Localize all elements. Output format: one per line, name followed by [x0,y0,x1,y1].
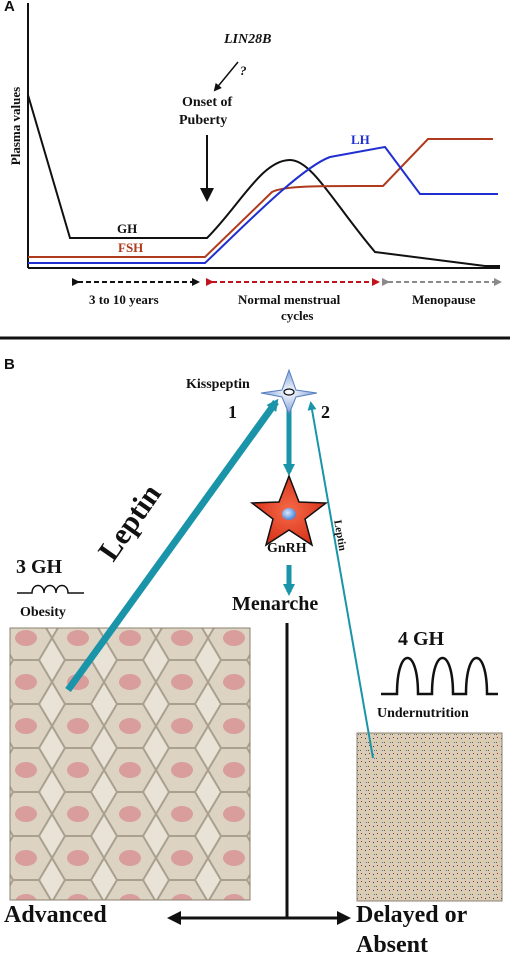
lin28b-arrow [213,61,239,92]
leptin-arrow-1 [65,398,279,693]
gene-question-mark: ? [240,63,247,78]
gene-label: LIN28B [224,32,272,47]
cycles-label-line2: cycles [281,308,314,323]
gh3-label: 3 GH [16,556,63,578]
onset-label-line2: Puberty [179,113,228,128]
gh-series-label: GH [117,221,138,236]
panel-a-label: A [4,0,15,15]
undernutrition-image [357,733,502,901]
menarche-label: Menarche [232,593,319,615]
menopause-label: Menopause [412,292,476,307]
kisspeptin-label: Kisspeptin [186,377,250,392]
pathway-number-1: 1 [228,402,237,422]
gh4-pulse-icon [381,657,498,696]
childhood-label: 3 to 10 years [89,292,159,307]
cycles-label-line1: Normal menstrual [238,292,341,307]
gnrh-label: GnRH [267,541,307,556]
gh-curve [27,94,500,267]
gh4-label: 4 GH [398,628,445,650]
pathway-number-2: 2 [321,402,330,422]
gnrh-neuron-icon [249,473,329,547]
onset-label-line1: Onset of [182,95,233,110]
fsh-series-label: FSH [118,240,144,255]
advanced-label: Advanced [4,902,107,928]
lh-series-label: LH [351,132,370,147]
lh-curve [28,145,498,264]
panel-b-label: B [4,356,15,373]
delayed-label-line2: Absent [356,932,429,958]
fsh-curve [28,138,493,258]
gh3-pulse-icon [17,584,84,594]
kisspeptin-neuron-icon [260,368,318,416]
undernutrition-label: Undernutrition [377,706,469,721]
delayed-label-line1: Delayed or [356,902,468,928]
y-axis-label: Plasma values [8,86,23,166]
leptin-arrow-2 [307,401,374,759]
obesity-label: Obesity [20,605,66,620]
obesity-image [10,628,250,900]
